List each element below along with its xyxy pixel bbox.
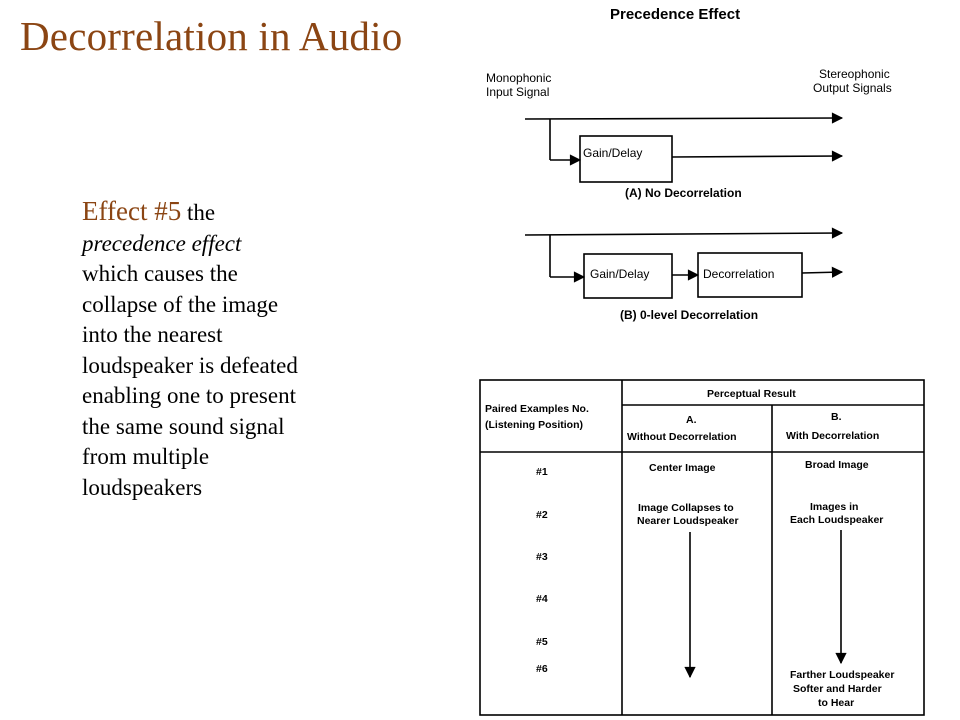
body-line: which causes the: [82, 261, 238, 286]
decorrelation-label: Decorrelation: [703, 267, 775, 281]
farther-text-line-2: Softer and Harder: [793, 683, 882, 695]
body-line: from multiple: [82, 444, 210, 469]
gain-delay-label-a: Gain/Delay: [583, 146, 643, 160]
decorrelation-box: [697, 252, 803, 298]
output-label-line-2: Output Signals: [813, 81, 892, 95]
body-line: enabling one to present: [82, 383, 296, 408]
row-label: #6: [536, 663, 548, 675]
slide-title: Decorrelation in Audio: [20, 13, 403, 59]
diagram-b-main-line: [524, 227, 844, 239]
diagram-a-out-line: [671, 150, 844, 162]
column-a-letter: A.: [686, 414, 697, 426]
collapse-text-line-1: Image Collapses to: [638, 502, 734, 514]
gain-delay-box-a: [579, 135, 673, 183]
input-label-line-2: Input Signal: [486, 85, 550, 99]
center-image-text: Center Image: [649, 462, 716, 474]
perceptual-result-heading: Perceptual Result: [707, 388, 796, 400]
row-label: #1: [536, 466, 548, 478]
output-label-line-1: Stereophonic: [819, 67, 890, 81]
effect-description: Effect #5 the precedence effect which ca…: [82, 196, 392, 503]
table-header-line-1: Paired Examples No.: [485, 403, 589, 415]
body-line: the same sound signal: [82, 413, 285, 439]
column-b-title: With Decorrelation: [786, 430, 880, 442]
caption-b: (B) 0-level Decorrelation: [620, 308, 759, 322]
diagram-b-out-line: [801, 266, 844, 278]
body-line: loudspeaker is defeated: [82, 352, 298, 378]
precedence-effect-title: Precedence Effect: [610, 6, 741, 23]
precedence-effect-term: precedence effect: [82, 230, 242, 256]
broad-image-text: Broad Image: [805, 459, 869, 471]
row-label: #3: [536, 551, 548, 563]
effect-label: Effect #5: [82, 196, 182, 226]
input-label-line-1: Monophonic: [486, 71, 552, 85]
row-label: #2: [536, 509, 548, 521]
body-line: collapse of the image: [82, 291, 279, 317]
table-border: [479, 379, 925, 716]
farther-text-line-1: Farther Loudspeaker: [790, 669, 895, 681]
body-line: loudspeakers: [82, 474, 203, 500]
text-the: the: [181, 200, 216, 225]
figure-lines: [479, 112, 925, 716]
collapse-text-line-2: Nearer Loudspeaker: [637, 515, 739, 527]
each-loudspeaker-line-1: Images in: [810, 501, 859, 513]
each-loudspeaker-line-2: Each Loudspeaker: [790, 514, 884, 526]
row-label: #5: [536, 636, 548, 648]
farther-text-line-3: to Hear: [818, 697, 855, 709]
row-label: #4: [536, 593, 548, 605]
body-line: into the nearest: [82, 322, 223, 347]
precedence-effect-figure: Precedence Effect Monophonic Input Signa…: [470, 0, 960, 720]
column-a-title: Without Decorrelation: [627, 431, 737, 443]
caption-a: (A) No Decorrelation: [625, 186, 742, 200]
gain-delay-box-b: [583, 253, 673, 299]
column-b-letter: B.: [831, 411, 842, 423]
gain-delay-label-b: Gain/Delay: [590, 267, 650, 281]
diagram-a-main-line: [524, 112, 844, 124]
table-header-line-2: (Listening Position): [485, 419, 583, 431]
